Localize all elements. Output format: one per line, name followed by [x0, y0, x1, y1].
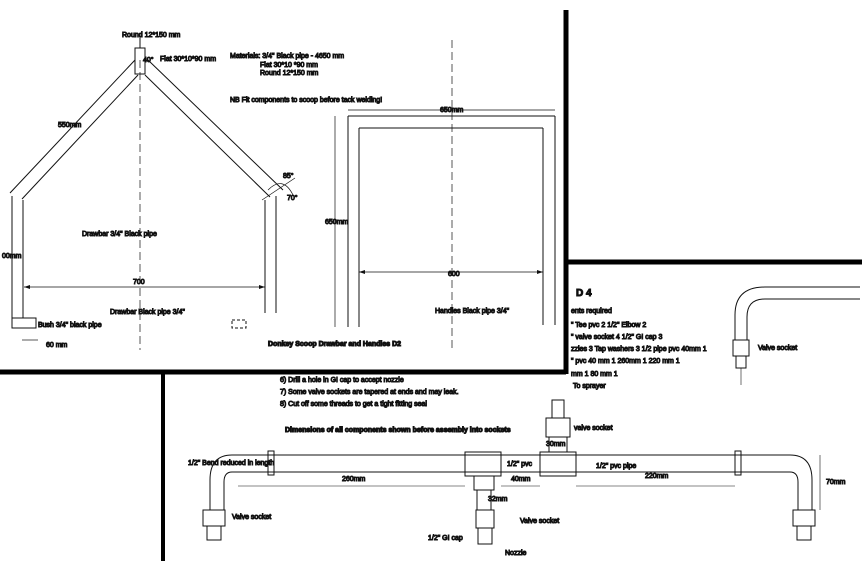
parts-row-2: " valve socket 4 1/2" GI cap 3: [571, 334, 662, 341]
materials-line2: Flat 30*10 *90 mm: [260, 62, 318, 69]
materials-line1: Materials: 3/4" Black pipe - 4650 mm: [230, 53, 344, 60]
angle-70-label: 70°: [287, 194, 298, 202]
dims-heading: Dimensions of all components shown befor…: [285, 427, 511, 434]
dim-220: 220mm: [645, 473, 669, 480]
drawbar-label: Drawbar 3/4" Black pipe: [82, 231, 157, 238]
sheet-top-title: Donkey Scoop Drawbar and Handles D2: [268, 341, 401, 348]
parts-row-4: " pvc 40 mm 1 260mm 1 220 mm 1: [571, 358, 680, 365]
dim-260: 260mm: [342, 476, 366, 483]
height-left-label: 00mm: [2, 253, 22, 260]
valve-socket-mid-label: Valve socket: [520, 518, 559, 525]
to-sprayer-label: To sprayer: [573, 383, 606, 390]
drawbar-frame: [9, 34, 296, 350]
parts-row-1: " Tee pvc 2 1/2" Elbow 2: [571, 322, 646, 329]
gi-cap-label: 1/2" GI cap: [428, 535, 463, 542]
note-8: 8) Cut off some threads to get a tight f…: [280, 401, 427, 408]
handle-height-label: 650mm: [325, 219, 349, 226]
bend-label: 1/2" Bend reduced in length: [188, 460, 274, 467]
dim-40: 40mm: [511, 476, 531, 483]
round-bar-label: Round 12*150 mm: [122, 32, 181, 39]
sprayer-assembly-drawing: [202, 399, 821, 545]
handle-inner-label: 600: [448, 271, 460, 278]
handles-frame: [334, 40, 556, 352]
dim-32: 32mm: [488, 496, 508, 503]
angle-top-label: 40°: [143, 56, 154, 64]
parts-row-0: ents required: [571, 308, 612, 315]
sheet-top: Round 12*150 mm Flat 30*10*90 mm 40° 550…: [2, 32, 556, 352]
flat-bar-label: Flat 30*10*90 mm: [160, 56, 216, 63]
length-550-label: 550mm: [58, 122, 82, 129]
materials-line3: Round 12*150 mm: [260, 70, 319, 77]
handles-label: Handles Black pipe 3/4": [435, 308, 510, 315]
note-6: 6) Drill a hole in GI cap to accept nozz…: [280, 377, 404, 384]
bush-width-label: 60 mm: [46, 342, 68, 349]
angle-small-label: 85°: [283, 172, 294, 180]
parts-row-3: zzles 3 Tap washers 3 1/2 pipe pvc 40mm …: [571, 346, 707, 353]
parts-row-5: mm 1 80 mm 1: [571, 371, 618, 378]
sheet-right: D 4 ents required " Tee pvc 2 1/2" Elbow…: [571, 286, 860, 385]
inset-valve-socket-label: Valve socket: [758, 345, 797, 352]
sheet-bottom: 6) Drill a hole in GI cap to accept nozz…: [188, 377, 847, 558]
pvc-half-label: 1/2" pvc: [507, 461, 533, 468]
valve-socket-top-label: valve socket: [574, 425, 613, 432]
bush-label: Bush 3/4" black pipe: [38, 322, 102, 329]
sheet-right-title: D 4: [576, 288, 592, 299]
span-700-label: 700: [133, 279, 145, 286]
nozzle-label: Nozzle: [505, 550, 527, 557]
pvc-pipe-label: 1/2" pvc pipe: [596, 463, 636, 470]
note-fit-components: NB Fit components to scoop before tack w…: [230, 97, 382, 104]
valve-socket-left-label: Valve socket: [232, 514, 271, 521]
drawbar-bottom-label: Drawbar Black pipe 3/4": [110, 309, 185, 316]
dim-30: 30mm: [546, 441, 566, 448]
dim-70: 70mm: [826, 479, 846, 486]
handle-width-label: 650mm: [440, 107, 464, 114]
note-7: 7) Some valve sockets are tapered at end…: [280, 389, 459, 396]
inset-elbow-drawing: [732, 286, 860, 385]
